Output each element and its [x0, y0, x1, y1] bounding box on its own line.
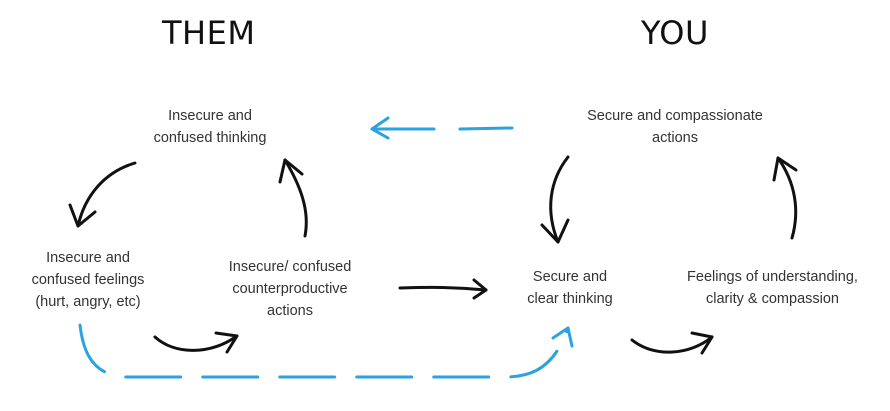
arrow-you-actions-to-thinking — [540, 155, 570, 244]
arrow-you-feelings-to-actions — [772, 156, 798, 240]
them-thinking-line-2: confused thinking — [153, 130, 267, 146]
them-thinking-line-1: Insecure and — [168, 108, 252, 124]
them-feelings-line-3: (hurt, angry, etc) — [35, 294, 141, 310]
them-actions-node: Insecure/ confused counterproductive act… — [200, 256, 380, 322]
them-actions-line-3: actions — [267, 303, 313, 319]
you-feelings-node: Feelings of understanding, clarity & com… — [660, 266, 885, 310]
them-actions-line-2: counterproductive — [232, 281, 348, 297]
you-thinking-line-2: clear thinking — [527, 291, 613, 307]
them-heading: THEM — [162, 14, 256, 52]
arrow-you-to-them-influence — [370, 116, 514, 140]
you-actions-line-2: actions — [652, 130, 698, 146]
them-feelings-line-2: confused feelings — [31, 272, 145, 288]
you-thinking-line-1: Secure and — [532, 269, 608, 285]
you-feelings-line-2: clarity & compassion — [706, 291, 839, 307]
them-feelings-node: Insecure and confused feelings (hurt, an… — [8, 247, 168, 313]
them-thinking-node: Insecure and confused thinking — [120, 105, 300, 149]
you-heading: YOU — [641, 14, 709, 52]
them-feelings-line-1: Insecure and — [46, 250, 130, 266]
arrow-actions-to-thinking — [278, 158, 308, 238]
you-thinking-node: Secure and clear thinking — [500, 266, 640, 310]
you-feelings-line-1: Feelings of understanding, — [687, 269, 858, 285]
arrow-you-thinking-to-feelings — [630, 331, 714, 355]
them-actions-line-1: Insecure/ confused — [228, 259, 352, 275]
arrow-them-feelings-to-you-thinking — [78, 323, 574, 379]
you-actions-line-1: Secure and compassionate — [587, 108, 763, 124]
arrow-feelings-to-actions — [153, 331, 239, 354]
you-actions-node: Secure and compassionate actions — [560, 105, 790, 149]
arrow-them-to-you — [398, 278, 488, 300]
arrow-thinking-to-feelings — [68, 161, 137, 228]
